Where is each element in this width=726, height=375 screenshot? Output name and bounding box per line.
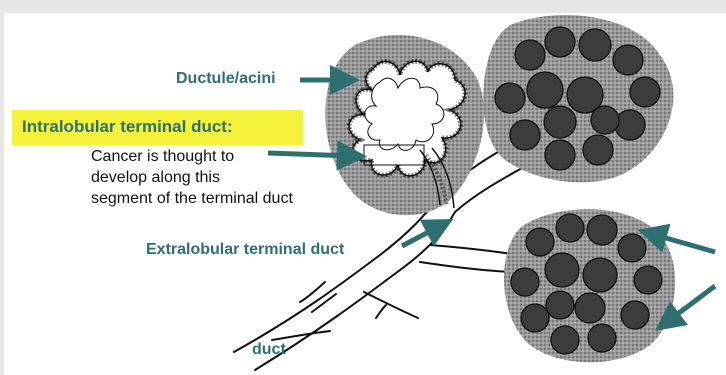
extralobular-label: Extralobular terminal duct: [146, 241, 344, 259]
side-branch-d: [364, 292, 418, 318]
cancer-note-line: segment of the terminal duct: [91, 188, 293, 209]
ductule-acini-label: Ductule/acini: [176, 70, 276, 88]
lobule-upper-left: [325, 35, 484, 215]
duct-label: duct: [252, 341, 286, 359]
duct-trunk-line-b: [234, 196, 440, 352]
side-branch-c: [376, 305, 386, 318]
cancer-note: Cancer is thought to develop along this …: [91, 146, 293, 209]
cancer-note-line: develop along this: [91, 167, 293, 188]
lower-duct-line: [272, 331, 330, 340]
side-branch-a: [300, 282, 325, 302]
intralobular-label: Intralobular terminal duct:: [22, 117, 233, 137]
lobule-upper-right: [483, 15, 673, 182]
lobule-lower-right: [504, 209, 675, 362]
cancer-note-line: Cancer is thought to: [91, 146, 293, 167]
arrow-up-right-icon: [402, 226, 440, 246]
